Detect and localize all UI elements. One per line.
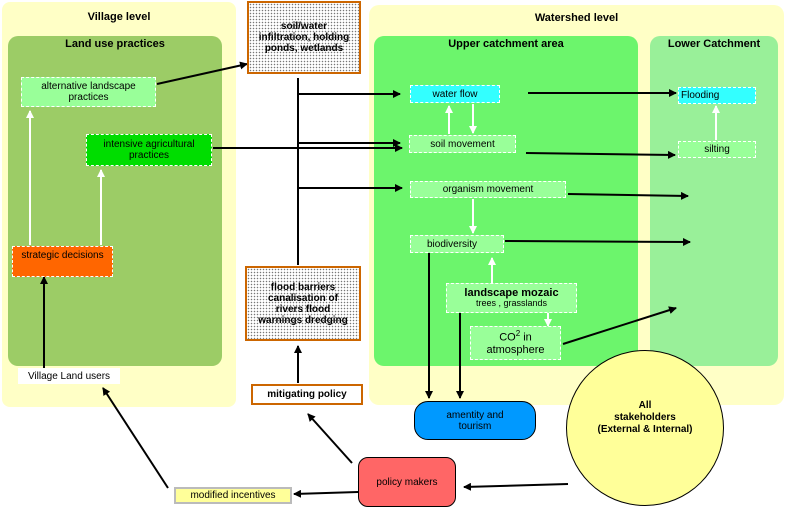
stakeholders-line2: stakeholders [614,412,676,423]
lower-catchment-title: Lower Catchment [667,38,761,50]
stakeholders-line1: All [638,400,652,411]
arrow-organism-to-lower [567,191,689,200]
landscape-mozaic-node: landscape mozaic trees , grasslands [446,283,577,313]
soil-movement-node: soil movement [409,135,516,153]
intensive-agricultural-node: intensive agricultural practices [86,134,212,166]
water-flow-node: water flow [410,85,500,103]
arrow-soilmove-to-silting [525,150,676,159]
village-level-title: Village level [87,11,151,23]
policy-makers-node: policy makers [358,457,456,507]
co2-in: in [520,331,532,344]
arrow-policy-to-modified [293,489,359,498]
watershed-level-title: Watershed level [534,12,619,24]
stakeholders-circle [566,350,724,506]
organism-movement-node: organism movement [410,181,566,198]
arrow-co2-to-lower [562,306,677,345]
silting-node: silting [678,141,756,158]
flooding-node: flooding [678,87,756,104]
arrow-stakeholders-to-policy [463,482,569,491]
amenity-tourism-node: amentity and tourism [414,401,536,440]
mozaic-subtitle: trees , grasslands [475,298,548,309]
upper-catchment-title: Upper catchment area [448,38,564,50]
modified-incentives-node: modified incentives [174,487,292,504]
co2-superscript: 2 [515,329,521,339]
strategic-decisions-node: strategic decisions [12,246,113,277]
co2-label: CO [499,331,516,344]
soil-water-infiltration-node: soil/water infiltration, holding ponds, … [247,1,361,74]
stakeholders-label: All stakeholders (External & Internal) [566,400,724,436]
village-land-users-node: Village Land users [18,368,120,384]
arrow-modified-to-villageusers [102,387,169,489]
mozaic-title: landscape mozaic [464,287,559,299]
biodiversity-node: biodiversity [410,235,504,253]
arrow-policy-to-mitigating [307,413,353,464]
co2-atmosphere-node: CO2 in atmosphere [470,326,561,360]
stakeholders-line3: (External & Internal) [597,424,693,435]
co2-atmosphere-label: atmosphere [486,343,545,356]
arrow-alt-to-soilwater [156,61,248,85]
arrow-biodiversity-to-lower [504,237,691,246]
alternative-landscape-node: alternative landscape practices [21,77,156,107]
flood-barriers-node: flood barriers canalisation of rivers fl… [245,266,361,341]
land-use-title: Land use practices [65,38,165,50]
mitigating-policy-node: mitigating policy [251,384,363,405]
